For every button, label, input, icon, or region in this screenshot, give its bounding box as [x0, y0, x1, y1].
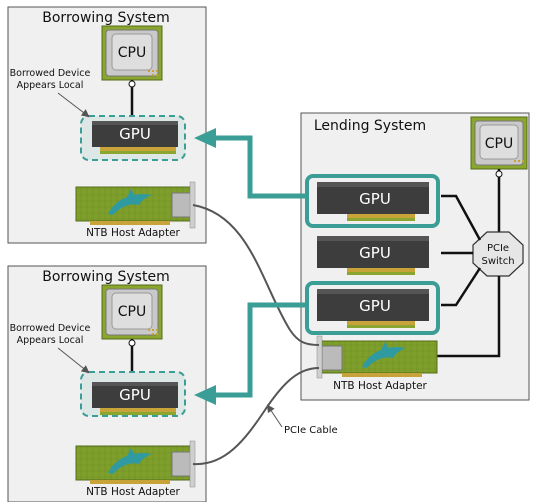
lending-gpu3-label: GPU: [359, 297, 391, 315]
pcie-switch-line1: PCIe: [487, 243, 509, 254]
gpu-card-icon: [317, 289, 429, 328]
borrow-arrow-bottom: [194, 302, 307, 405]
gpu-card-icon: [317, 182, 429, 221]
dolphin-logo-icon: [108, 189, 152, 215]
pcie-switch-icon: [472, 231, 524, 277]
cpu-chip-icon: [101, 284, 163, 340]
cpu-label-bottom: CPU: [118, 304, 146, 320]
adapter-label-lending: NTB Host Adapter: [333, 380, 427, 392]
gpu-label-bottom: GPU: [119, 386, 151, 404]
ntb-host-adapter-bottom: [75, 440, 196, 488]
pcie-cable-label: PCIe Cable: [284, 425, 338, 436]
annotation-top-line1: Borrowed Device: [10, 68, 91, 79]
gpu-card-icon: [92, 382, 178, 415]
gpu-label-top: GPU: [119, 125, 151, 143]
dolphin-logo-icon: [362, 342, 406, 368]
lent-gpu-highlight-3: [305, 281, 440, 335]
lending-cpu-label: CPU: [485, 136, 513, 152]
lending-gpu2-label: GPU: [359, 244, 391, 262]
borrowing-system-top-title: Borrowing System: [42, 10, 169, 26]
cpu-label-top: CPU: [118, 45, 146, 61]
annotation-bottom-line1: Borrowed Device: [10, 323, 91, 334]
cpu-chip-icon: [470, 116, 528, 170]
lending-gpu1-label: GPU: [359, 190, 391, 208]
annotation-bottom-line2: Appears Local: [17, 335, 84, 346]
borrowing-system-top: Borrowing System CPU GPU Borrowed Device: [7, 6, 207, 244]
ntb-host-adapter-lending: [316, 335, 438, 379]
pcie-cable-pointer: [266, 404, 283, 428]
dolphin-logo-icon: [108, 448, 152, 474]
lending-system: Lending System CPU PCIe Switch: [300, 112, 530, 401]
gpu-card-icon: [317, 236, 429, 275]
pcie-cables: [192, 204, 320, 466]
adapter-label-bottom: NTB Host Adapter: [86, 486, 180, 498]
borrowing-system-bottom-title: Borrowing System: [42, 269, 169, 285]
lending-system-title: Lending System: [314, 118, 426, 134]
ntb-host-adapter-top: [75, 181, 196, 229]
lent-gpu-highlight-1: [305, 174, 440, 228]
cpu-chip-icon: [101, 25, 163, 81]
pcie-switch-line2: Switch: [481, 256, 514, 267]
borrowing-system-bottom: Borrowing System CPU GPU Borrowed Device…: [7, 265, 207, 502]
gpu-card-icon: [92, 121, 178, 154]
annotation-top-line2: Appears Local: [17, 80, 84, 91]
borrow-arrow-top: [194, 128, 307, 199]
adapter-label-top: NTB Host Adapter: [86, 227, 180, 239]
